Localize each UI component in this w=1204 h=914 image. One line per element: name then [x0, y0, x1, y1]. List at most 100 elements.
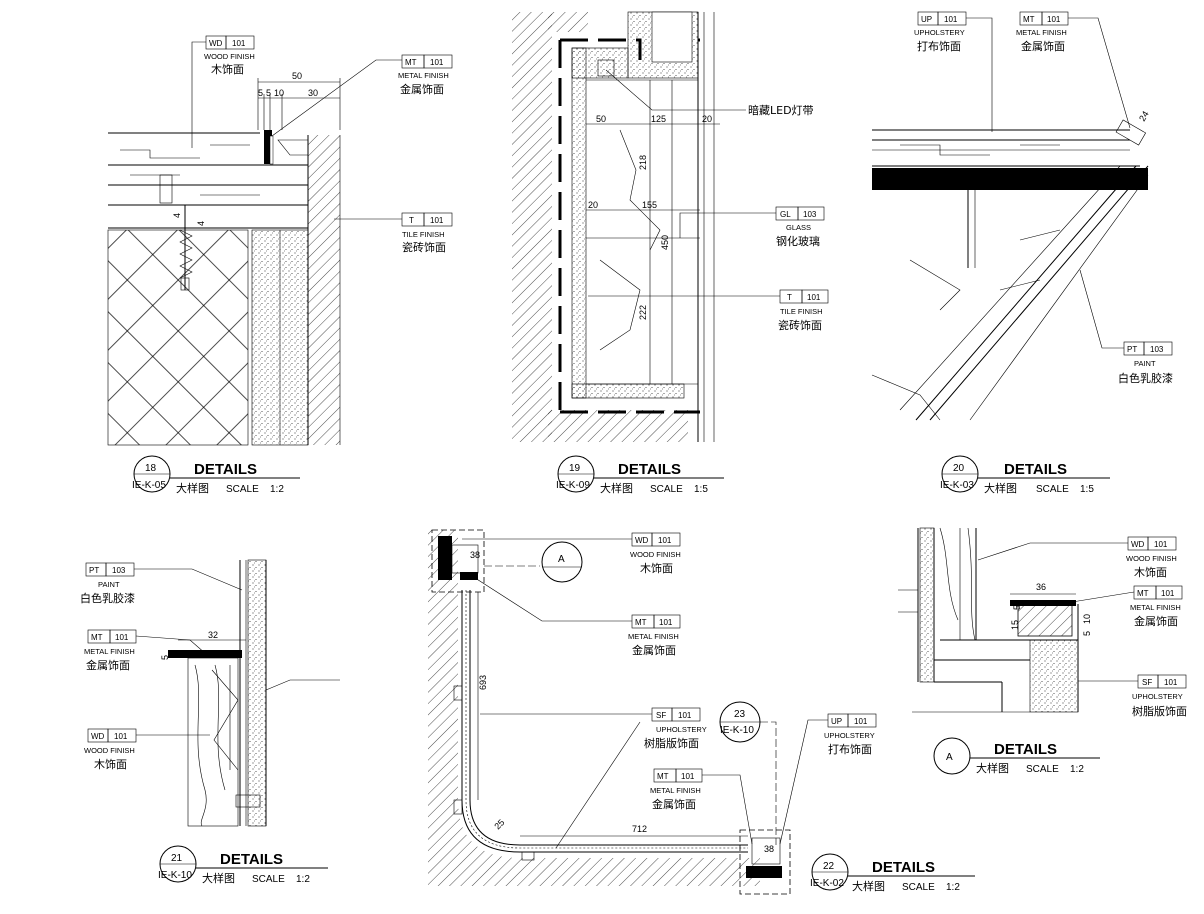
- tag22-sf-en: UPHOLSTERY: [656, 725, 707, 734]
- dim-18-30: 30: [308, 88, 318, 98]
- detail-a-drawing: 36 15 5 10 5 WD 101 WOOD FINISH 木饰面 MT 1…: [898, 527, 1187, 718]
- detail-22-number: 22: [823, 861, 835, 872]
- tag21-pt-cn: 白色乳胶漆: [80, 591, 135, 605]
- tag22-up-cn: 打布饰面: [828, 742, 872, 756]
- tag19-gl-cn: 钢化玻璃: [776, 234, 820, 248]
- tag20-pt-cn: 白色乳胶漆: [1118, 371, 1173, 385]
- detail-19-number: 19: [569, 463, 581, 474]
- tag18-wd-num: 101: [232, 39, 246, 48]
- detail-18-number: 18: [145, 463, 157, 474]
- tag22-mt1-en: METAL FINISH: [628, 632, 679, 641]
- dim-19-222: 222: [638, 305, 648, 320]
- detail-20-scale-label: SCALE: [1036, 484, 1069, 495]
- detail-20-scale: 1:5: [1080, 484, 1094, 495]
- taga-mt-en: METAL FINISH: [1130, 603, 1181, 612]
- tag22-mt1-num: 101: [659, 618, 673, 627]
- detail-19-drawing: 50 125 20 218 20 155 450 222 暗藏LED灯带 GL …: [512, 11, 829, 442]
- detail-22-drawing: A 38 693 25 712 38 23 IE-K-10 WD 101 WOO…: [428, 529, 877, 895]
- dim-22-712: 712: [632, 824, 647, 834]
- detail-18-scale-label: SCALE: [226, 484, 259, 495]
- tag18-t-cn: 瓷砖饰面: [402, 240, 446, 254]
- tag20-mt-en: METAL FINISH: [1016, 28, 1067, 37]
- taga-mt-cn: 金属饰面: [1134, 614, 1178, 628]
- tag19-t-cn: 瓷砖饰面: [778, 318, 822, 332]
- detail-20-heading: DETAILS: [1004, 461, 1067, 478]
- tag21-wd-code: WD: [91, 732, 105, 741]
- detail-18-drawing: 50 5 5 10 30 4 4 WD 101 WOOD FINISH 木饰面 …: [107, 35, 453, 446]
- detail-19-ref: IE-K-09: [556, 480, 590, 491]
- tag18-t-en: TILE FINISH: [402, 230, 445, 239]
- detail-22-scale-label: SCALE: [902, 882, 935, 893]
- tag20-pt-num: 103: [1150, 345, 1164, 354]
- detail-18-ref: IE-K-05: [132, 480, 166, 491]
- detail-a-title: A DETAILS 大样图 SCALE 1:2: [933, 737, 1100, 775]
- dim-a-5a: 5: [1012, 605, 1022, 610]
- detail-20-ref: IE-K-03: [940, 480, 974, 491]
- tag18-mt-cn: 金属饰面: [400, 82, 444, 96]
- detail-21-sub: 大样图: [202, 871, 235, 885]
- tag21-wd-en: WOOD FINISH: [84, 746, 135, 755]
- detail-19-scale-label: SCALE: [650, 484, 683, 495]
- detail-21-scale: 1:2: [296, 874, 310, 885]
- taga-wd-code: WD: [1131, 540, 1145, 549]
- led-strip-label: 暗藏LED灯带: [748, 103, 814, 117]
- tag22-mt2-cn: 金属饰面: [652, 797, 696, 811]
- dim-22-693: 693: [478, 675, 488, 690]
- dim-20-24: 24: [1137, 109, 1151, 123]
- dim-19-218: 218: [638, 155, 648, 170]
- dim-a-10: 10: [1082, 614, 1092, 624]
- detail-21-title: 21 IE-K-10 DETAILS 大样图 SCALE 1:2: [158, 845, 328, 885]
- tag21-pt-en: PAINT: [98, 580, 120, 589]
- taga-sf-cn: 树脂版饰面: [1132, 704, 1187, 718]
- tag22-wd-num: 101: [658, 536, 672, 545]
- tag19-t-code: T: [787, 293, 792, 302]
- section-mark-23-sheet: IE-K-10: [720, 725, 754, 736]
- tag22-sf-cn: 树脂版饰面: [644, 736, 699, 750]
- taga-sf-code: SF: [1142, 678, 1152, 687]
- detail-18-sub: 大样图: [176, 481, 209, 495]
- detail-18-title: 18 IE-K-05 DETAILS 大样图 SCALE 1:2: [132, 455, 300, 495]
- detail-a-heading: DETAILS: [994, 741, 1057, 758]
- dim-22-25: 25: [492, 817, 506, 831]
- tag22-mt2-en: METAL FINISH: [650, 786, 701, 795]
- dim-21-5: 5: [160, 655, 170, 660]
- detail-22-ref: IE-K-02: [810, 878, 844, 889]
- tag22-wd-cn: 木饰面: [640, 561, 673, 575]
- tag21-pt-code: PT: [89, 566, 99, 575]
- detail-20-number: 20: [953, 463, 965, 474]
- dim-18-5b: 5: [266, 88, 271, 98]
- tag21-pt-num: 103: [112, 566, 126, 575]
- detail-a-number: A: [946, 752, 953, 763]
- tag18-t-code: T: [409, 216, 414, 225]
- taga-sf-num: 101: [1164, 678, 1178, 687]
- tag21-mt-num: 101: [115, 633, 129, 642]
- detail-21-scale-label: SCALE: [252, 874, 285, 885]
- dim-21-32: 32: [208, 630, 218, 640]
- dim-19-20b: 20: [588, 200, 598, 210]
- detail-22-title: 22 IE-K-02 DETAILS 大样图 SCALE 1:2: [810, 853, 975, 893]
- tag20-mt-code: MT: [1023, 15, 1035, 24]
- dim-18-5a: 5: [258, 88, 263, 98]
- tag20-mt-cn: 金属饰面: [1021, 39, 1065, 53]
- detail-20-title: 20 IE-K-03 DETAILS 大样图 SCALE 1:5: [940, 455, 1110, 495]
- tag19-gl-num: 103: [803, 210, 817, 219]
- detail-22-scale: 1:2: [946, 882, 960, 893]
- dim-18-50: 50: [292, 71, 302, 81]
- detail-21-drawing: 32 5 PT 103 PAINT 白色乳胶漆 MT 101 METAL FIN…: [80, 559, 340, 827]
- tag21-mt-en: METAL FINISH: [84, 647, 135, 656]
- dim-19-450: 450: [660, 235, 670, 250]
- tag20-up-num: 101: [944, 15, 958, 24]
- detail-19-scale: 1:5: [694, 484, 708, 495]
- dim-a-5b: 5: [1082, 631, 1092, 636]
- dim-a-36: 36: [1036, 582, 1046, 592]
- tag22-wd-en: WOOD FINISH: [630, 550, 681, 559]
- section-mark-23: 23: [734, 709, 746, 720]
- detail-22-sub: 大样图: [852, 879, 885, 893]
- dim-a-15: 15: [1010, 620, 1020, 630]
- tag19-gl-code: GL: [780, 210, 791, 219]
- dim-19-155: 155: [642, 200, 657, 210]
- dim-18-10: 10: [274, 88, 284, 98]
- detail-a-sub: 大样图: [976, 761, 1009, 775]
- tag22-wd-code: WD: [635, 536, 649, 545]
